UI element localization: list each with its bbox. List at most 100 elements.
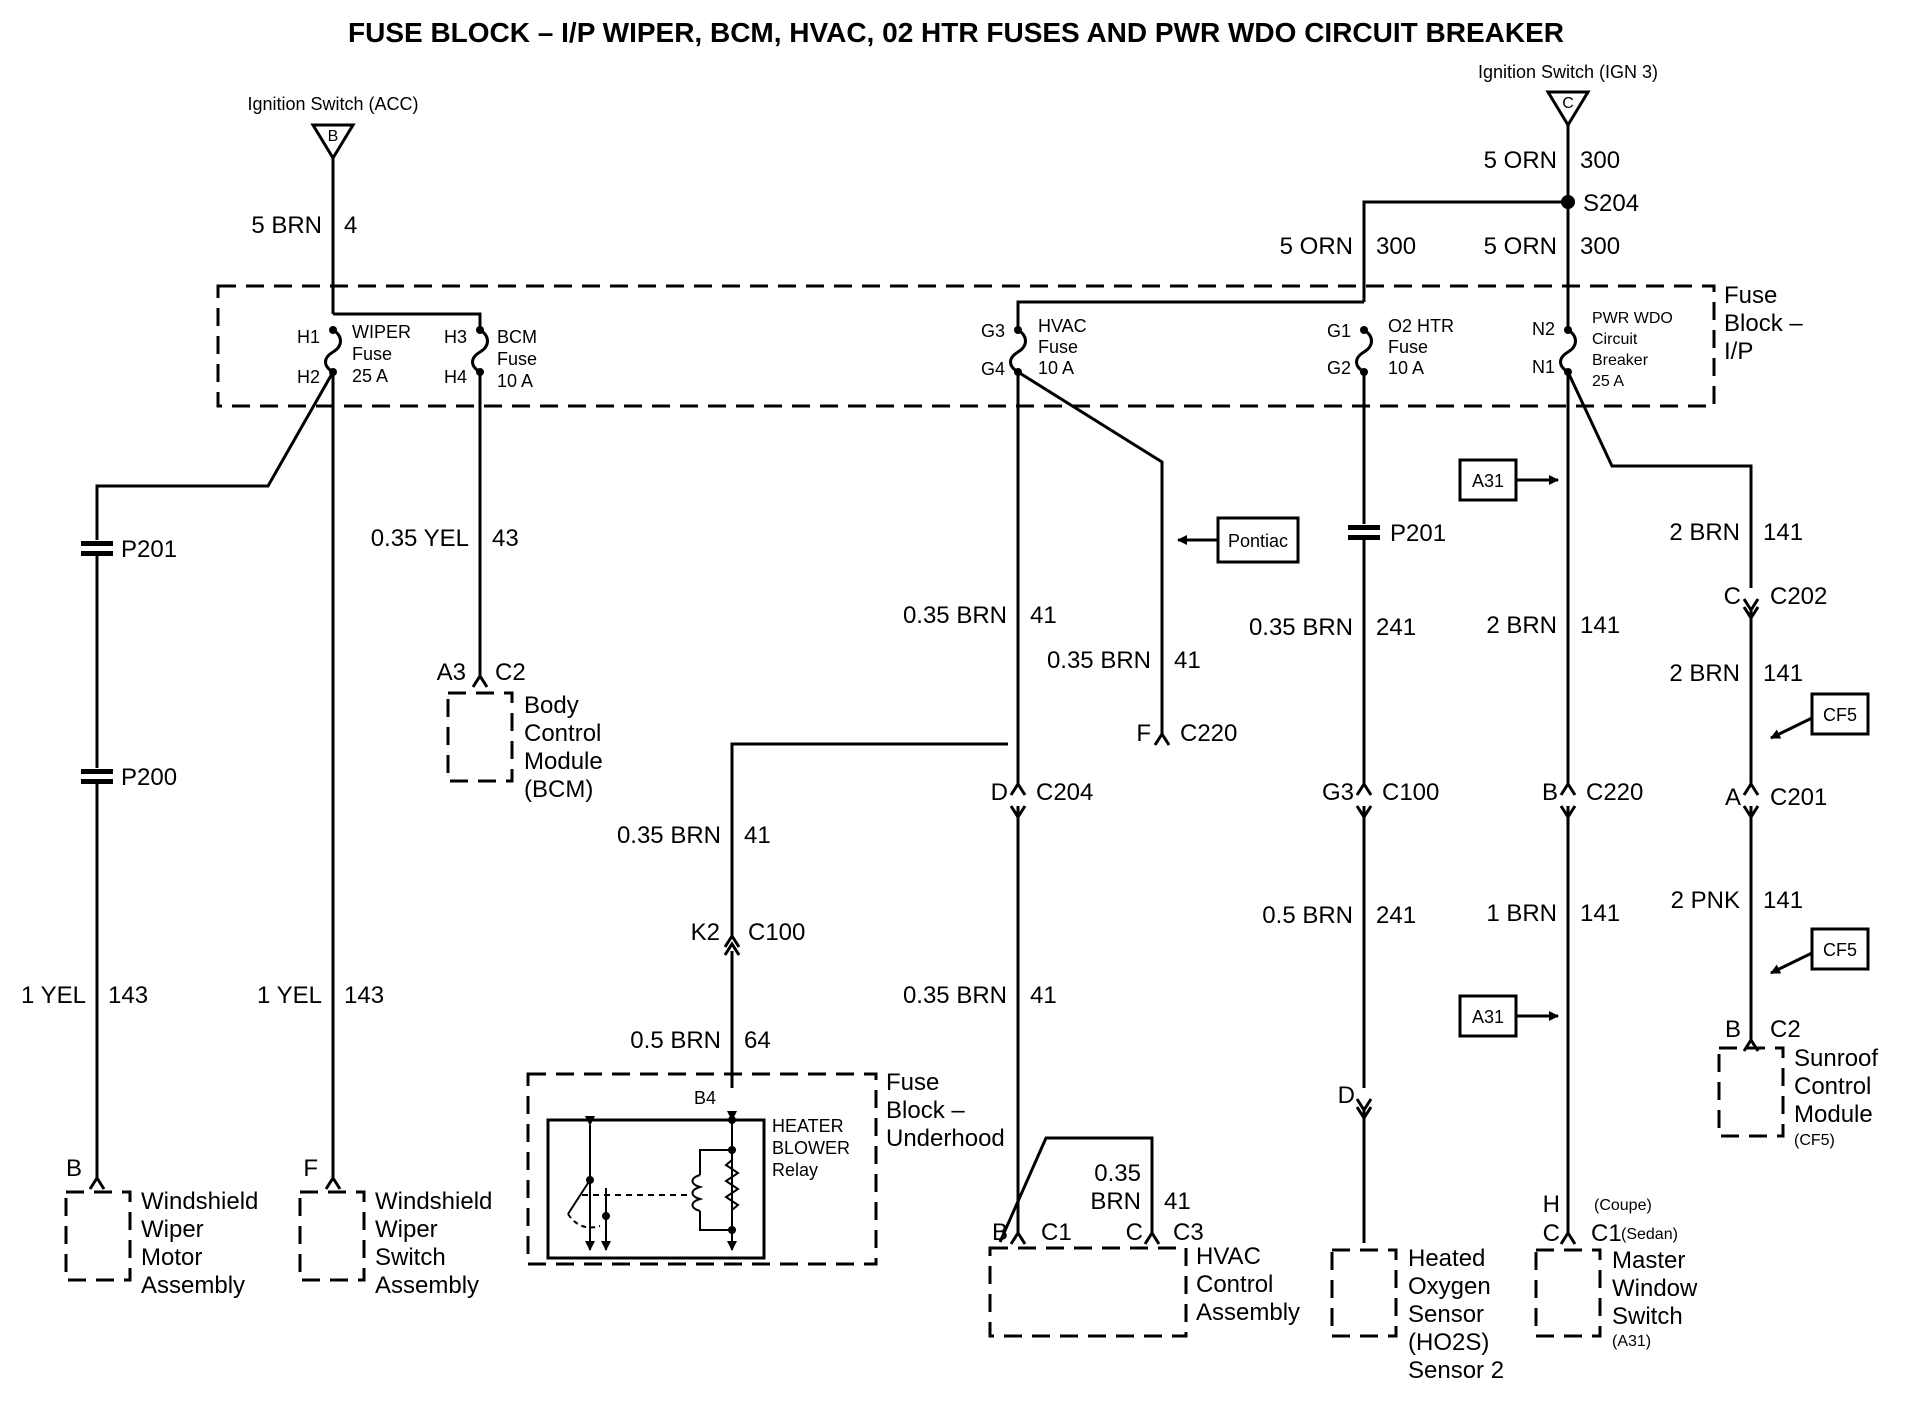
sedan-note: (Sedan) [1621, 1226, 1678, 1243]
arrow-left-icon [1770, 716, 1813, 740]
svg-text:Assembly: Assembly [141, 1272, 245, 1299]
fuse-name-line: Fuse [1388, 337, 1428, 357]
wire-label: 5 ORN 300 [1484, 233, 1620, 260]
svg-text:Module: Module [524, 748, 603, 775]
master-window-switch-outline [1534, 1248, 1602, 1338]
svg-text:Switch: Switch [375, 1244, 446, 1271]
fuse-name-line: Fuse [352, 344, 392, 364]
svg-text:Sensor 2: Sensor 2 [1408, 1357, 1504, 1384]
connector-icon [1153, 731, 1171, 746]
svg-text:Window: Window [1612, 1275, 1698, 1302]
connector-icon [1355, 1098, 1373, 1113]
svg-text:C220: C220 [1586, 779, 1643, 806]
svg-text:C3: C3 [1173, 1219, 1204, 1246]
splice-s204-dot [1561, 195, 1575, 209]
svg-text:CF5: CF5 [1823, 940, 1857, 960]
connector-a3-c2: A3 C2 [437, 659, 526, 688]
svg-text:F: F [303, 1155, 318, 1182]
svg-text:0.35 BRN: 0.35 BRN [1249, 614, 1353, 641]
fuse-icon [324, 328, 342, 374]
inline-connector-p201-o2: P201 [1348, 520, 1446, 547]
wire-label: 0.5 BRN 64 [630, 1027, 770, 1054]
fuse-name-line: Breaker [1592, 352, 1649, 369]
svg-text:Sunroof: Sunroof [1794, 1045, 1878, 1072]
svg-text:I/P: I/P [1724, 338, 1753, 365]
svg-text:0.5 BRN: 0.5 BRN [1262, 902, 1353, 929]
svg-text:A3: A3 [437, 659, 466, 686]
relay-label-line: BLOWER [772, 1138, 850, 1158]
fuse-name-line: HVAC [1038, 316, 1087, 336]
svg-text:C2: C2 [1770, 1016, 1801, 1043]
svg-text:F: F [1136, 720, 1151, 747]
fuse-block-underhood-outline [526, 1072, 878, 1266]
wire-label: 0.35 YEL 43 [371, 525, 519, 552]
arrow-left-icon [1770, 951, 1813, 975]
fuse-name-line: Fuse [1038, 337, 1078, 357]
wire-label: 0.35 BRN 41 [903, 982, 1057, 1009]
svg-text:(CF5): (CF5) [1794, 1132, 1835, 1149]
sunroof-module-label: Sunroof Control Module (CF5) [1794, 1045, 1878, 1149]
connector-c-c3-hvac: C C3 [1126, 1219, 1204, 1246]
svg-text:Wiper: Wiper [375, 1216, 438, 1243]
svg-text:43: 43 [492, 525, 519, 552]
svg-text:0.35 YEL: 0.35 YEL [371, 525, 469, 552]
fuse-icon [1355, 328, 1373, 374]
svg-text:1 YEL: 1 YEL [257, 982, 322, 1009]
coupe-note: (Coupe) [1594, 1197, 1652, 1214]
svg-text:(HO2S): (HO2S) [1408, 1329, 1489, 1356]
svg-text:5 ORN: 5 ORN [1484, 147, 1557, 174]
svg-text:141: 141 [1580, 900, 1620, 927]
fuse-name-line: PWR WDO [1592, 310, 1673, 327]
master-window-switch-label: Master Window Switch (A31) [1612, 1247, 1698, 1350]
fuse-block-ip-label: Fuse Block – I/P [1724, 282, 1803, 365]
connector-f-c220: F C220 [1136, 720, 1237, 747]
svg-text:300: 300 [1580, 233, 1620, 260]
fuse-pin-bottom: H2 [297, 367, 320, 387]
svg-text:Assembly: Assembly [375, 1272, 479, 1299]
wire-relay-41 [730, 742, 1008, 936]
svg-text:C: C [1543, 1220, 1560, 1247]
splice-s204-label: S204 [1583, 190, 1639, 217]
ignition-switch-acc-source: Ignition Switch (ACC) B [247, 94, 419, 161]
svg-text:Wiper: Wiper [141, 1216, 204, 1243]
svg-text:Oxygen: Oxygen [1408, 1273, 1491, 1300]
svg-text:41: 41 [1164, 1188, 1191, 1215]
svg-text:Windshield: Windshield [141, 1188, 258, 1215]
svg-text:HVAC: HVAC [1196, 1243, 1261, 1270]
svg-text:2 BRN: 2 BRN [1486, 612, 1557, 639]
bcm-label: Body Control Module (BCM) [524, 692, 603, 803]
inline-connector-p200: P200 [81, 764, 177, 791]
wire-hvac-c3 [998, 1136, 1154, 1243]
fuse-name-line: BCM [497, 327, 537, 347]
svg-text:241: 241 [1376, 902, 1416, 929]
svg-text:CF5: CF5 [1823, 705, 1857, 725]
svg-text:5 BRN: 5 BRN [251, 212, 322, 239]
svg-text:B: B [992, 1219, 1008, 1246]
wire-wiper-bcm-bus [333, 312, 482, 330]
svg-text:Switch: Switch [1612, 1303, 1683, 1330]
svg-text:H: H [1543, 1191, 1560, 1218]
o2-sensor-label: Heated Oxygen Sensor (HO2S) Sensor 2 [1408, 1245, 1504, 1384]
connector-h-c-c1-window: H C C1 (Coupe) (Sedan) [1543, 1191, 1678, 1247]
svg-text:Sensor: Sensor [1408, 1301, 1484, 1328]
source-triangle-icon [1545, 90, 1591, 128]
svg-text:(BCM): (BCM) [524, 776, 593, 803]
svg-text:41: 41 [1030, 982, 1057, 1009]
ignition-acc-letter: B [328, 128, 339, 145]
heater-blower-relay: B4 HEATER BLOWER Relay [546, 1088, 850, 1260]
svg-text:2 BRN: 2 BRN [1669, 660, 1740, 687]
connector-a-c201: A C201 [1725, 781, 1827, 820]
svg-text:Control: Control [524, 720, 601, 747]
wiper-motor-outline [64, 1190, 132, 1282]
svg-text:2 BRN: 2 BRN [1669, 519, 1740, 546]
svg-text:Fuse: Fuse [886, 1069, 939, 1096]
svg-text:B: B [1725, 1016, 1741, 1043]
fuse-icon [471, 328, 489, 374]
svg-text:0.35 BRN: 0.35 BRN [903, 982, 1007, 1009]
svg-text:0.35: 0.35 [1094, 1160, 1141, 1187]
wire-label: 0.35 BRN 41 [1047, 647, 1201, 674]
connector-icon [88, 1175, 106, 1190]
a31-option-tag-upper: A31 [1458, 458, 1559, 502]
wire-label: 1 YEL 143 [21, 982, 148, 1009]
